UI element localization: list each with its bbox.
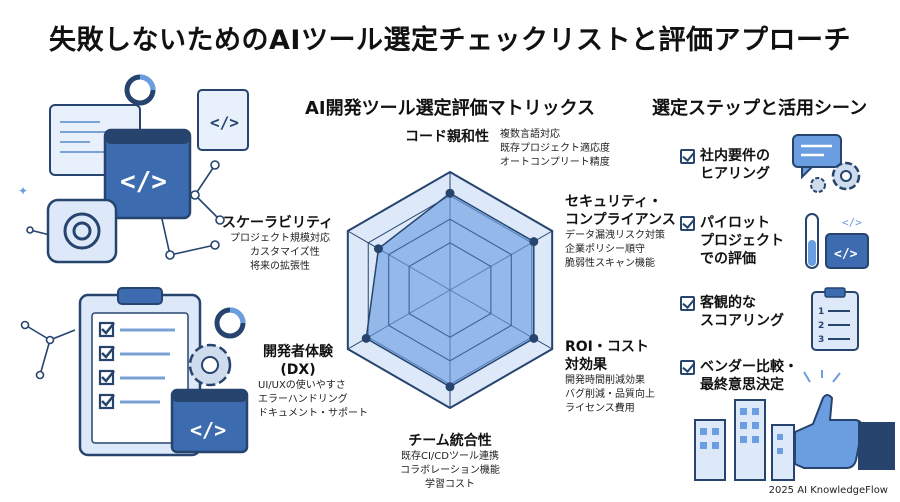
axis-item: カスタマイズ性 xyxy=(250,247,320,258)
radar-chart xyxy=(346,170,554,410)
gear-icon xyxy=(188,343,232,387)
left-bottom-illustration: </> xyxy=(20,287,249,457)
checkbox-checked-icon xyxy=(680,360,695,375)
axis-roi: ROI・コスト 対効果 開発時間削減効果 バグ削減・品質向上 ライセンス費用 xyxy=(565,338,685,416)
step-label: ベンダー比較・ 最終意思決定 xyxy=(700,359,798,393)
step-vendor: ベンダー比較・ 最終意思決定 xyxy=(680,358,798,394)
axis-item: エラーハンドリング xyxy=(258,394,348,405)
axis-item: 脆弱性スキャン機能 xyxy=(565,258,655,269)
radar-point xyxy=(373,244,383,254)
matrix-title: AI開発ツール選定評価マトリックス xyxy=(304,98,596,119)
axis-item: 既存CI/CDツール連携 xyxy=(401,451,499,462)
step-hearing: 社内要件の ヒアリング xyxy=(680,147,770,183)
axis-item: プロジェクト規模対応 xyxy=(230,233,330,244)
step-label: 客観的な スコアリング xyxy=(700,295,784,329)
axis-label: ROI・コスト 対効果 xyxy=(565,339,649,373)
checkbox-checked-icon xyxy=(680,149,695,164)
ai-logo-icon xyxy=(46,198,118,264)
axis-scalability: スケーラビリティ プロジェクト規模対応 カスタマイズ性 将来の拡張性 xyxy=(222,214,347,274)
chat-gear-icon xyxy=(792,134,861,193)
svg-text:2: 2 xyxy=(818,321,824,331)
axis-label: チーム統合性 xyxy=(408,433,492,449)
axis-item: UI/UXの使いやすさ xyxy=(258,380,346,391)
code-window-icon: </> xyxy=(170,388,249,454)
axis-team: チーム統合性 既存CI/CDツール連携 コラボレーション機能 学習コスト xyxy=(385,432,515,492)
radar-point xyxy=(529,333,539,343)
svg-text:1: 1 xyxy=(818,307,824,317)
axis-item: 開発時間削減効果 xyxy=(565,375,645,386)
clipboard-checklist-icon xyxy=(78,287,202,457)
axis-label: コード親和性 xyxy=(405,129,489,145)
axis-item: コラボレーション機能 xyxy=(400,465,500,476)
axis-dx: 開発者体験 (DX) UI/UXの使いやすさ エラーハンドリング ドキュメント・… xyxy=(258,343,378,421)
radar-point xyxy=(445,188,455,198)
axis-label: スケーラビリティ xyxy=(222,215,334,231)
radar-point xyxy=(361,333,371,343)
step-label: 社内要件の ヒアリング xyxy=(700,148,770,182)
axis-code-affinity-items: 複数言語対応 既存プロジェクト適応度 オートコンプリート精度 xyxy=(500,128,620,170)
svg-text:</>: </> xyxy=(120,167,167,197)
axis-item: データ漏洩リスク対策 xyxy=(565,230,665,241)
radar-point xyxy=(445,382,455,392)
axis-code-affinity: コード親和性 xyxy=(405,128,515,146)
axis-item: ドキュメント・サポート xyxy=(258,408,368,419)
svg-text:</>: </> xyxy=(834,247,858,262)
svg-text:✦: ✦ xyxy=(18,184,28,198)
axis-label: 開発者体験 (DX) xyxy=(263,344,333,378)
radar-inner-ring xyxy=(408,242,492,338)
axis-item: 複数言語対応 xyxy=(500,129,560,140)
checkbox-checked-icon xyxy=(680,216,695,231)
svg-text:</>: </> xyxy=(210,113,239,132)
radar-inner-ring xyxy=(388,218,512,362)
left-top-illustration: </> </> ✦ xyxy=(18,74,249,264)
axis-item: 企業ポリシー順守 xyxy=(565,244,645,255)
footer-credit: 2025 AI KnowledgeFlow xyxy=(768,485,888,496)
axis-item: オートコンプリート精度 xyxy=(500,157,610,168)
test-tube-code-icon: </> </> xyxy=(805,213,869,269)
checkbox-checked-icon xyxy=(680,296,695,311)
code-window-icon: </> xyxy=(103,128,192,220)
step-label: パイロット プロジェクト での評価 xyxy=(700,215,784,267)
radar-point xyxy=(529,237,539,247)
axis-item: 既存プロジェクト適応度 xyxy=(500,143,610,154)
axis-item: 将来の拡張性 xyxy=(250,261,310,272)
thumbs-up-city-icon xyxy=(694,370,895,481)
axis-item: ライセンス費用 xyxy=(565,403,635,414)
main-title: 失敗しないためのAIツール選定チェックリストと評価アプローチ xyxy=(49,25,851,56)
svg-text:</>: </> xyxy=(190,418,226,442)
svg-text:3: 3 xyxy=(818,335,824,345)
axis-security: セキュリティ・ コンプライアンス データ漏洩リスク対策 企業ポリシー順守 脆弱性… xyxy=(565,193,695,271)
clipboard-numbered-icon: 1 2 3 xyxy=(811,287,859,351)
axis-label: セキュリティ・ コンプライアンス xyxy=(565,194,676,228)
step-pilot: パイロット プロジェクト での評価 xyxy=(680,214,784,268)
svg-text:</>: </> xyxy=(842,216,862,229)
axis-item: 学習コスト xyxy=(425,479,475,490)
axis-item: バグ削減・品質向上 xyxy=(565,389,655,400)
steps-title: 選定ステップと活用シーン xyxy=(652,98,868,119)
step-scoring: 客観的な スコアリング xyxy=(680,294,784,330)
